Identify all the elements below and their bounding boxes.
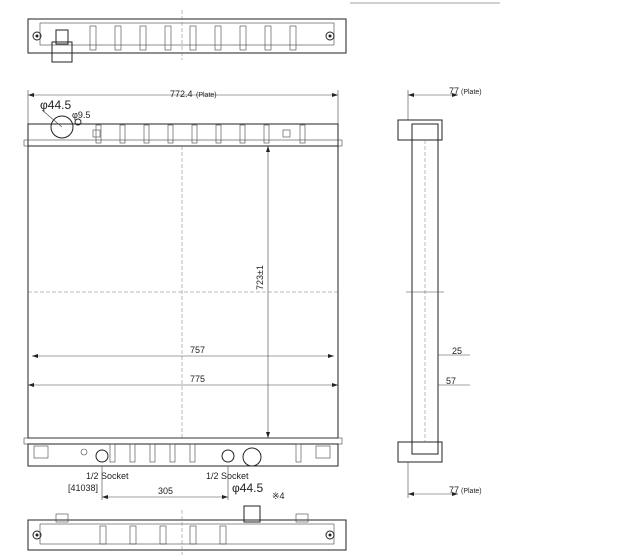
side-bottom-suffix: (Plate) [461,488,482,495]
socket-right-label: 1/2 Socket [206,471,249,481]
bottom-tank-view [27,505,347,555]
socket-spacing-label: 305 [158,486,173,496]
core-width-label: 757 [190,345,205,355]
side-bottom-label: 77 [449,485,459,495]
inlet-dia-label: φ44.5 [40,98,71,112]
socket-left [95,449,109,463]
outlet-circle [242,447,262,467]
top-tank-view [27,10,347,63]
bottom-tank-ribs [109,443,302,463]
socket-right [221,449,235,463]
small-hole [74,118,82,126]
socket-left-label: 1/2 Socket [86,471,129,481]
top-tank-ribs [89,25,297,51]
radiator-core [27,145,339,439]
plate-width-label: 772.4 [170,89,193,99]
side-top-suffix: (Plate) [461,89,482,96]
overall-width-label: 775 [190,374,205,384]
bottom-view-ribs [99,525,227,545]
side-57-label: 57 [446,376,456,386]
side-view: 77 (Plate) 25 57 77 (Plate) [397,86,482,498]
outlet-dia-label: φ44.5 [232,481,263,495]
part-number: [41038] [68,483,98,493]
note-label: ※4 [272,491,285,501]
side-top-label: 77 [449,86,459,96]
inlet-circle [50,115,74,139]
side-25-label: 25 [452,346,462,356]
small-hole-label: φ9.5 [72,110,90,120]
front-view: 772.4 (Plate) φ44.5 φ9.5 723 [23,89,343,501]
height-label: 723±1 [255,265,265,290]
plate-width-suffix: (Plate) [196,92,217,99]
top-tank-ribs-front [95,124,306,144]
